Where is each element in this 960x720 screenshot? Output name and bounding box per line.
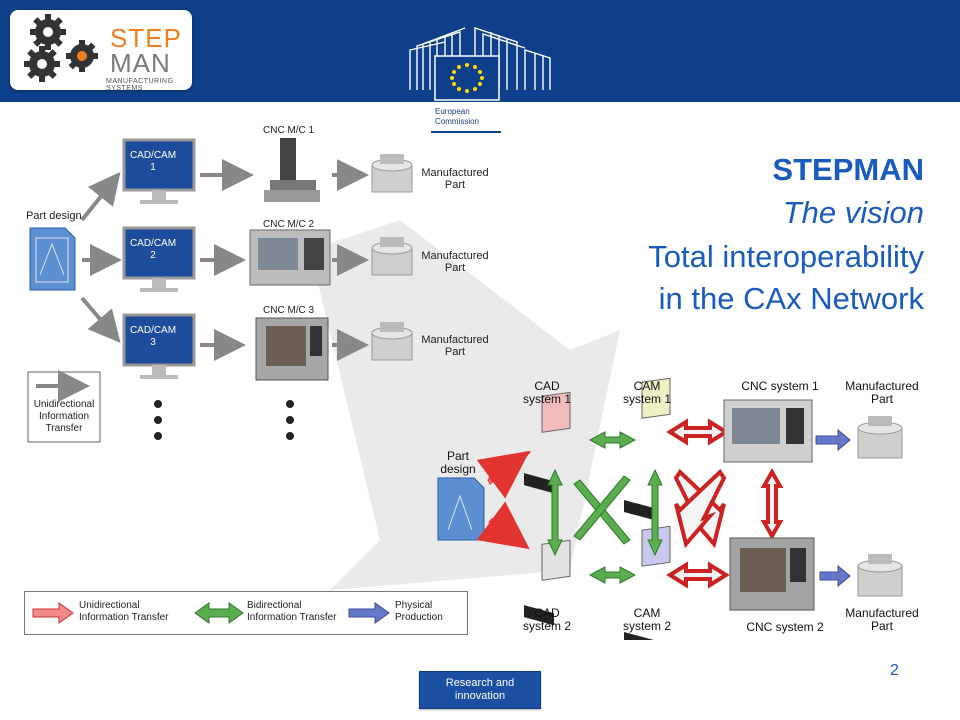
logo-man-text: MAN — [110, 48, 171, 78]
manufactured-part-icon — [857, 554, 903, 597]
cad-monitor-icon — [524, 391, 571, 494]
european-commission-building-icon — [409, 27, 551, 101]
legend-uni-label: Unidirectional Information Transfer — [79, 600, 169, 623]
cnc-machine-icon — [255, 317, 329, 381]
research-innovation-button[interactable]: Research and innovation — [419, 671, 541, 709]
part-design-label: Part design — [440, 449, 476, 476]
cnc-lathe-icon — [723, 399, 813, 463]
legend-phys-label: Physical Production — [395, 600, 443, 623]
eu-flag — [434, 55, 500, 101]
manufactured-part-icon — [371, 322, 413, 361]
manufactured-part-label: Manufactured Part — [421, 334, 489, 358]
slide-title: STEPMAN The vision Total interoperabilit… — [504, 150, 924, 320]
part-design-doc-icon — [437, 477, 485, 541]
cam-system1-label: CAM system 1 — [622, 379, 671, 406]
logo-subtitle: MANUFACTURING SYSTEMS — [106, 78, 174, 92]
red-arrow-icon — [32, 602, 74, 624]
cnc-mill-icon — [729, 537, 815, 611]
cad-system1-label: CAD system 1 — [522, 379, 571, 406]
cam-monitor-icon — [624, 377, 671, 521]
legend-arrows — [32, 602, 390, 624]
ec-line2: Commission — [435, 117, 480, 126]
title-vision: The vision — [782, 195, 924, 230]
european-commission-label: European Commission — [431, 105, 501, 133]
cnc-machine-icon — [264, 138, 320, 202]
blue-arrow-icon — [348, 602, 390, 624]
cam-system2-label: CAM system 2 — [622, 606, 671, 633]
top-diagram — [27, 138, 413, 443]
cad-system2-label: CAD system 2 — [522, 606, 571, 633]
legend-bi-label: Bidirectional Information Transfer — [247, 600, 337, 623]
cadcam-label: CAD/CAM 3 — [129, 325, 177, 348]
cnc-system2-label: CNC system 2 — [746, 620, 824, 634]
manufactured-part-icon — [857, 416, 903, 459]
title-cax-network: in the CAx Network — [658, 281, 924, 316]
cad-monitor-icon — [524, 539, 571, 626]
green-arrow-icon — [194, 602, 244, 624]
title-interoperability: Total interoperability — [648, 239, 924, 274]
cadcam-label: CAD/CAM 2 — [129, 238, 177, 261]
bottom-diagram — [437, 377, 903, 640]
logo-step-text: STEP — [110, 23, 182, 53]
cadcam-monitor-icon — [122, 313, 196, 379]
manufactured-part2-label: Manufactured Part — [845, 606, 919, 633]
manufactured-part-icon — [371, 154, 413, 193]
top-legend-label: Unidirectional Information Transfer — [33, 399, 95, 434]
cnc-mc-label: CNC M/C 1 — [263, 125, 315, 136]
manufactured-part-icon — [371, 237, 413, 276]
cadcam-label: CAD/CAM 1 — [129, 150, 177, 173]
cnc-system1-label: CNC system 1 — [741, 379, 819, 393]
title-stepman: STEPMAN — [772, 152, 924, 187]
ellipsis-dots — [154, 400, 294, 440]
manufactured-part1-label: Manufactured Part — [845, 379, 919, 406]
cnc-mc-label: CNC M/C 2 — [263, 219, 315, 230]
manufactured-part-label: Manufactured Part — [421, 167, 489, 191]
cadcam-monitor-icon — [122, 138, 196, 204]
cadcam-monitor-icon — [122, 226, 196, 292]
stepman-logo: STEP MAN MANUFACTURING SYSTEMS — [10, 10, 192, 92]
cnc-mc-label: CNC M/C 3 — [263, 305, 315, 316]
manufactured-part-label: Manufactured Part — [421, 250, 489, 274]
ec-line1: European — [435, 107, 470, 116]
page-number: 2 — [890, 662, 899, 679]
part-design-label: Part design — [26, 210, 82, 222]
transition-arrow-shape — [310, 220, 620, 590]
gears-icon — [24, 14, 98, 82]
bottom-legend: Unidirectional Information Transfer Bidi… — [24, 591, 468, 635]
part-design-doc-icon — [29, 227, 76, 291]
cnc-machine-icon — [249, 229, 331, 286]
